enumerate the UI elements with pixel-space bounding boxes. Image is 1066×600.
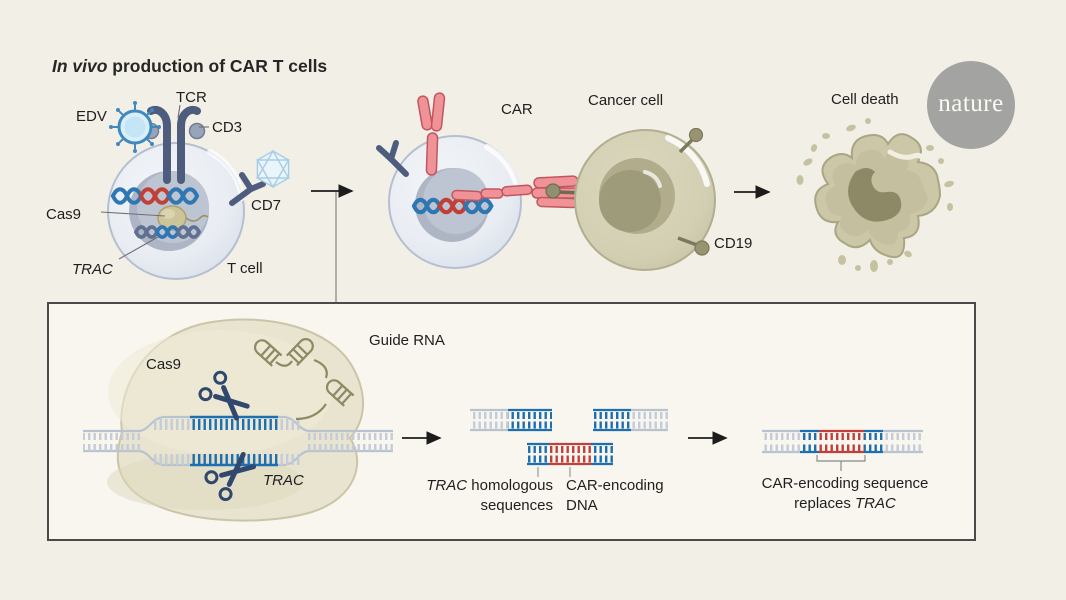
icosahedron-capsid-icon xyxy=(256,149,290,189)
car-encoding-dna-label: CAR-encoding DNA xyxy=(566,477,664,514)
inserted-car-sequence xyxy=(819,433,864,440)
guide-rna-label: Guide RNA xyxy=(369,332,445,349)
trac-homologous-label: TRAC homologous sequences xyxy=(426,477,553,514)
dna-helix-genome xyxy=(134,225,201,239)
cd19-antigen-bound-icon xyxy=(545,183,561,199)
replaces-trac-label: CAR-encoding sequence replaces TRAC xyxy=(761,475,929,512)
t-cell-label: T cell xyxy=(227,260,263,277)
trac-site-top xyxy=(190,419,278,430)
cas9-box-label: Cas9 xyxy=(146,356,182,373)
trac-label: TRAC xyxy=(72,261,113,278)
crispr-detail-panel xyxy=(47,302,976,541)
figure-title: In vivo production of CAR T cells xyxy=(52,56,328,76)
cd3-label: CD3 xyxy=(212,119,243,136)
cancer-cell-illustration xyxy=(574,127,716,271)
apoptotic-debris xyxy=(796,118,954,272)
trac-site-bottom xyxy=(190,454,278,465)
car-t-cell-illustration xyxy=(376,92,581,269)
car-receptor-icon xyxy=(417,92,446,176)
trac-box-label: TRAC xyxy=(263,472,304,489)
nature-logo-text: nature xyxy=(938,90,1004,117)
apoptotic-nucleus xyxy=(848,168,902,222)
top-flow-panel xyxy=(100,61,1015,302)
cell-death-illustration xyxy=(796,118,954,272)
donor-dna-fragments xyxy=(470,408,668,477)
nature-logo xyxy=(927,61,1015,149)
t-cell-illustration xyxy=(100,101,290,280)
cancer-cell-label: Cancer cell xyxy=(588,92,664,109)
car-label: CAR xyxy=(501,101,533,118)
sequence-bracket xyxy=(816,455,866,471)
edv-label: EDV xyxy=(76,108,107,125)
edited-dna-ladder xyxy=(762,429,923,471)
guide-rna-icon xyxy=(251,335,355,421)
tcr-label: TCR xyxy=(176,89,207,106)
cd7-label: CD7 xyxy=(251,197,282,214)
cd19-label: CD19 xyxy=(714,235,753,252)
leader-lines-t-cell xyxy=(100,104,209,260)
car-encoding-dna-fragment xyxy=(527,442,613,466)
cd19-antigen-icon xyxy=(677,127,710,256)
cas9-protein-icon xyxy=(157,205,209,231)
cas9-label: Cas9 xyxy=(46,206,82,223)
tcr-remnant-receptor-icon xyxy=(376,140,409,177)
cd7-receptor-icon xyxy=(229,172,266,206)
cell-death-label: Cell death xyxy=(831,91,899,108)
cd3-receptor-icon xyxy=(142,122,206,140)
edv-virus-icon xyxy=(109,101,161,153)
